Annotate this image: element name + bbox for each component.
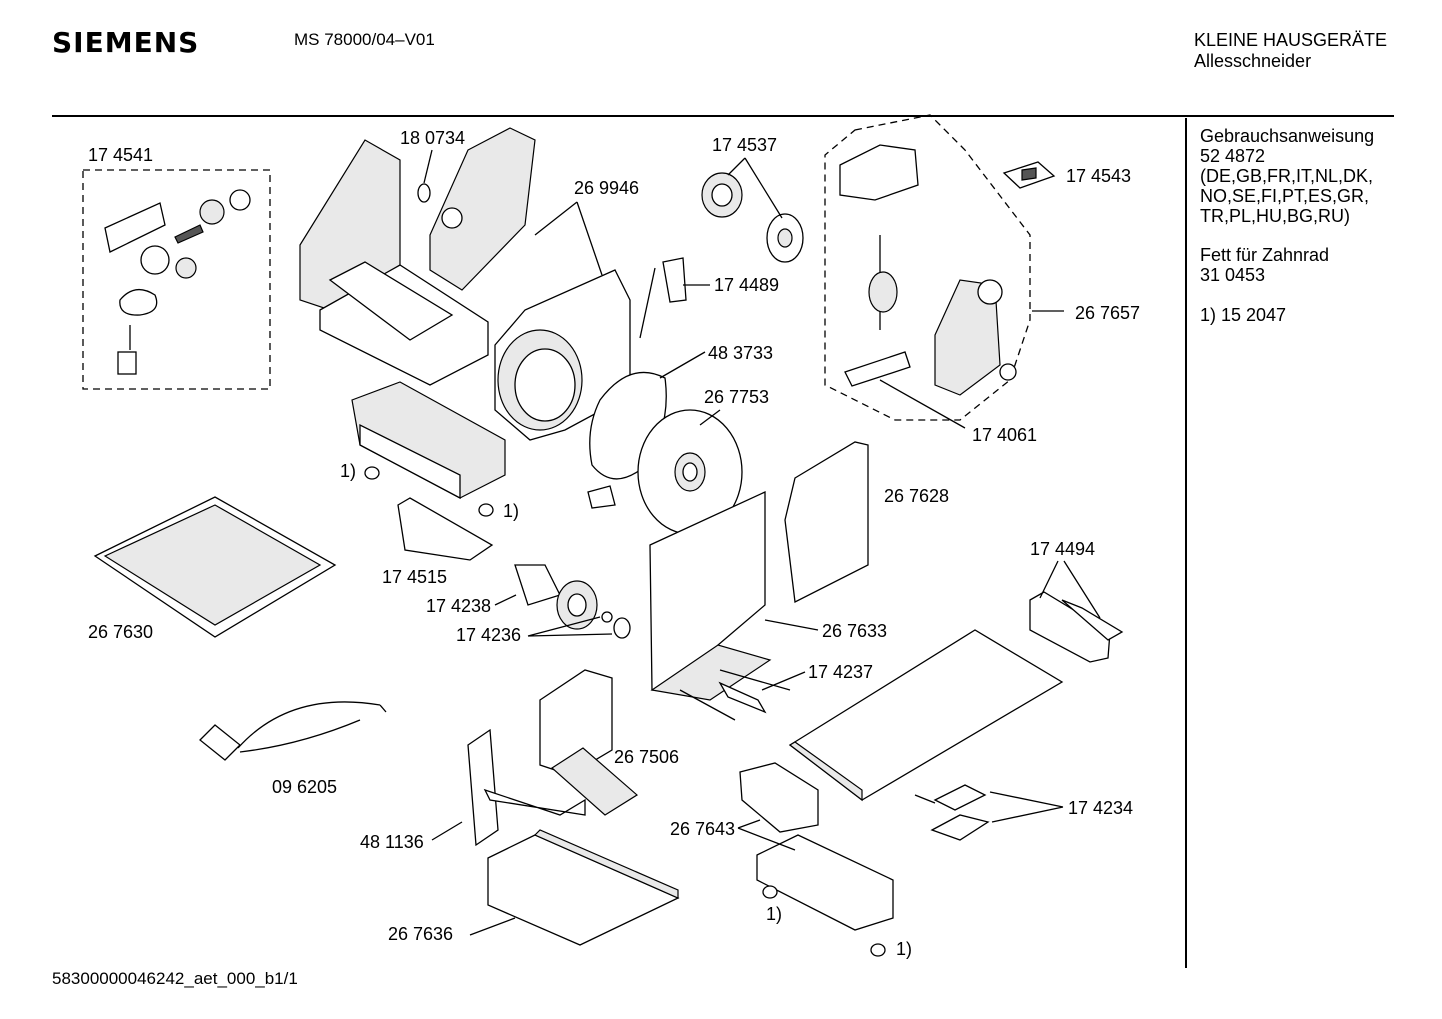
label-174236: 17 4236 <box>456 625 521 645</box>
manual-number: 52 4872 <box>1200 146 1266 166</box>
manual-languages-2: NO,SE,FI,PT,ES,GR, <box>1200 186 1370 206</box>
part-sliding-table[interactable] <box>788 629 1064 802</box>
label-174237: 17 4237 <box>808 662 873 682</box>
label-096205: 09 6205 <box>272 777 337 797</box>
leader-174494 <box>1039 560 1101 619</box>
model-number: MS 78000/04–V01 <box>294 30 435 49</box>
product-type: Allesschneider <box>1194 51 1312 71</box>
label-267506: 26 7506 <box>614 747 679 767</box>
leader-174061 <box>879 379 966 429</box>
part-motor-housing-right[interactable] <box>429 127 536 291</box>
label-174238: 17 4238 <box>426 596 491 616</box>
footnote-part: 1) 15 2047 <box>1200 305 1287 325</box>
label-fn3: 1) <box>766 904 782 924</box>
label-267630: 26 7630 <box>88 622 153 642</box>
leader-180734 <box>423 149 433 184</box>
leader-269946-b <box>576 201 603 276</box>
leader-267636 <box>469 917 516 936</box>
part-267636-slice-tray[interactable] <box>487 829 680 946</box>
part-174234[interactable] <box>914 784 990 841</box>
label-174543: 17 4543 <box>1066 166 1131 186</box>
brand-logo: SIEMENS <box>52 26 200 59</box>
part-267657-motor-group[interactable] <box>824 114 1031 421</box>
part-267643-cover[interactable] <box>739 762 894 931</box>
label-267636: 26 7636 <box>388 924 453 944</box>
screw-fn4[interactable] <box>870 943 886 957</box>
leader-481136 <box>431 821 463 841</box>
label-fn1: 1) <box>340 461 356 481</box>
label-267628: 26 7628 <box>884 486 949 506</box>
label-483733: 48 3733 <box>708 343 773 363</box>
grease-number: 31 0453 <box>1200 265 1266 285</box>
part-174489-switch[interactable] <box>639 257 687 339</box>
header-divider <box>52 115 1394 117</box>
screw-fn1[interactable] <box>364 466 380 480</box>
part-174537-gears[interactable] <box>701 172 804 263</box>
label-269946: 26 9946 <box>574 178 639 198</box>
part-096205-cord[interactable] <box>199 701 387 761</box>
label-267753: 26 7753 <box>704 387 769 407</box>
label-174234: 17 4234 <box>1068 798 1133 818</box>
part-267753-blade[interactable] <box>637 409 743 535</box>
part-481136-bracket[interactable] <box>467 728 586 847</box>
part-267506-holder[interactable] <box>539 669 639 816</box>
leader-267643 <box>737 819 796 851</box>
part-267633-carriage[interactable] <box>649 490 791 721</box>
part-174237[interactable] <box>718 681 767 714</box>
manual-label: Gebrauchsanweisung <box>1200 126 1375 146</box>
part-174238-roller[interactable] <box>514 564 598 630</box>
leader-174236 <box>527 616 613 637</box>
part-174236[interactable] <box>601 611 631 639</box>
leader-267753 <box>699 409 721 426</box>
leader-174238 <box>494 594 517 606</box>
sidebar-divider <box>1185 118 1187 968</box>
part-174515[interactable] <box>397 497 494 561</box>
grease-label: Fett für Zahnrad <box>1200 245 1330 265</box>
category-title: KLEINE HAUSGERÄTE <box>1194 30 1388 50</box>
label-fn2: 1) <box>503 501 519 521</box>
part-174541-kit[interactable] <box>82 169 271 390</box>
label-fn4: 1) <box>896 939 912 959</box>
leader-174237 <box>761 671 806 691</box>
leader-174234 <box>989 791 1064 823</box>
part-174494[interactable] <box>1029 591 1124 663</box>
label-174515: 17 4515 <box>382 567 447 587</box>
label-267643: 26 7643 <box>670 819 735 839</box>
part-269946-cover[interactable] <box>494 269 631 441</box>
part-267628-guard[interactable] <box>784 441 869 603</box>
leader-269946 <box>534 201 578 236</box>
manual-languages-3: TR,PL,HU,BG,RU) <box>1200 206 1351 226</box>
label-481136: 48 1136 <box>360 832 424 852</box>
document-id: 58300000046242_aet_000_b1/1 <box>52 969 298 988</box>
part-174543[interactable] <box>1002 161 1056 189</box>
label-267633: 26 7633 <box>822 621 887 641</box>
part-housing-bottom[interactable] <box>351 381 506 500</box>
screw-fn2[interactable] <box>478 503 494 517</box>
label-174494: 17 4494 <box>1030 539 1095 559</box>
leader-174537 <box>727 157 783 219</box>
label-174541: 17 4541 <box>88 145 153 165</box>
manual-languages-1: (DE,GB,FR,IT,NL,DK, <box>1200 166 1374 186</box>
label-174537: 17 4537 <box>712 135 777 155</box>
leader-267633 <box>764 619 819 631</box>
screw-fn3[interactable] <box>762 885 778 899</box>
label-174061: 17 4061 <box>972 425 1037 445</box>
part-motor-housing-left[interactable] <box>299 139 489 386</box>
leader-483733 <box>659 351 706 379</box>
part-180734[interactable] <box>417 183 431 203</box>
label-180734: 18 0734 <box>400 128 465 148</box>
label-174489: 17 4489 <box>714 275 779 295</box>
part-267630-tray[interactable] <box>93 496 337 638</box>
label-267657: 26 7657 <box>1075 303 1140 323</box>
